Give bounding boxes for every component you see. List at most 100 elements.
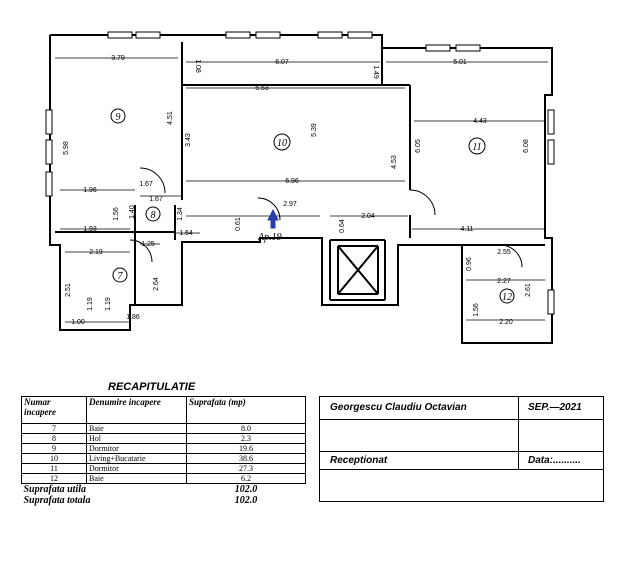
- received-label: Receptionat: [330, 455, 388, 466]
- dimension-label: 5.01: [453, 59, 467, 66]
- author-name: Georgescu Claudiu Octavian: [330, 402, 467, 413]
- room-12-marker: [499, 288, 515, 304]
- dimension-label: 4.53: [391, 155, 398, 169]
- date-value: SEP.—2021: [528, 402, 582, 413]
- row-name: Dormitor: [86, 463, 187, 474]
- entrance-arrow-icon: [267, 208, 279, 229]
- dimension-label: 0.96: [466, 257, 473, 271]
- row-area: 8.0: [186, 423, 306, 434]
- total-area-label: Suprafata totala: [23, 495, 91, 506]
- dimension-label: 5.98: [63, 141, 70, 155]
- row-area: 27.3: [186, 463, 306, 474]
- apartment-label: Ap.19: [257, 232, 282, 243]
- room-8-number: 8: [151, 210, 156, 221]
- row-name: Hol: [86, 433, 187, 444]
- dimension-label: 2.64: [153, 277, 160, 291]
- dimension-label: 4.51: [167, 111, 174, 125]
- row-area: 19.6: [186, 443, 306, 454]
- dimension-label: 1.19: [87, 297, 94, 311]
- recap-table: Numar incapere Denumire incapere Suprafa…: [21, 396, 306, 506]
- dimension-label: 3.79: [111, 55, 125, 62]
- row-area: 38.6: [186, 453, 306, 464]
- room-10-marker: [273, 133, 291, 151]
- dimension-label: 2.55: [497, 249, 511, 256]
- room-11-number: 11: [472, 142, 481, 153]
- recap-title: RECAPITULATIE: [108, 381, 196, 393]
- room-9-number: 9: [116, 112, 121, 123]
- dimension-label: 1.34: [177, 207, 184, 221]
- row-name: Dormitor: [86, 443, 187, 454]
- row-area: 6.2: [186, 473, 306, 484]
- dimension-label: 6.96: [285, 178, 299, 185]
- header-name: Denumire incapere: [86, 396, 187, 424]
- total-area-row: Suprafata totala 102.0: [22, 495, 306, 506]
- row-name: Baie: [86, 473, 187, 484]
- room-10-number: 10: [277, 138, 287, 149]
- title-block-divider: [518, 397, 519, 469]
- useful-area-label: Suprafata utila: [23, 484, 87, 495]
- row-name: Baie: [86, 423, 187, 434]
- dimension-label: 4.11: [460, 226, 473, 233]
- dimension-label: 2.51: [65, 283, 72, 297]
- dimension-label: 5.53: [255, 85, 269, 92]
- dimension-label: 2.97: [283, 201, 297, 208]
- dimension-label: 2.27: [497, 278, 511, 285]
- row-name: Living+Bucatarie: [86, 453, 187, 464]
- dimension-label: 1.19: [105, 297, 112, 311]
- dimension-label: 1.56: [113, 207, 120, 221]
- title-block-divider: [320, 469, 603, 470]
- row-num: 8: [21, 433, 87, 444]
- room-12-number: 12: [502, 292, 512, 303]
- dimension-labels: 3.79 6.07 5.01 5.53 4.43 1.08 1.49 5.98 4.51 3.43…: [63, 55, 532, 326]
- row-num: 12: [21, 473, 87, 484]
- row-num: 11: [21, 463, 87, 474]
- dimension-label: 6.07: [275, 59, 289, 66]
- total-area-value: 102.0: [234, 495, 258, 506]
- dimension-label: 4.43: [473, 118, 487, 125]
- dimension-label: 6.05: [415, 139, 422, 153]
- room-8-marker: [145, 206, 161, 222]
- dimension-label: 1.00: [71, 319, 85, 326]
- dimension-label: 1.56: [473, 303, 480, 317]
- row-num: 9: [21, 443, 87, 454]
- dimension-label: 5.39: [311, 123, 318, 137]
- dimension-label: 2.19: [89, 249, 103, 256]
- room-7-number: 7: [118, 271, 124, 282]
- row-area: 2.3: [186, 433, 306, 444]
- dimension-label: 0.64: [339, 219, 346, 233]
- useful-area-value: 102.0: [234, 484, 258, 495]
- floor-plan: 9 10 11 8 7 12 Ap.19 3.79 6.07 5.01 5.53 4.4…: [45, 31, 555, 344]
- row-num: 10: [21, 453, 87, 464]
- row-num: 7: [21, 423, 87, 434]
- dimension-label: 1.86: [126, 314, 140, 321]
- dimension-label: 1.93: [83, 226, 97, 233]
- dimension-label: 1.08: [194, 59, 201, 73]
- useful-area-row: Suprafata utila 102.0: [22, 484, 306, 496]
- date-field: Data:..........: [528, 455, 581, 466]
- dimension-label: 1.64: [179, 230, 193, 237]
- dimension-label: 1.25: [141, 241, 155, 248]
- dimension-label: 3.43: [185, 133, 192, 147]
- title-block-divider: [320, 419, 603, 420]
- dimension-label: 2.61: [525, 283, 532, 297]
- room-9-marker: [110, 108, 126, 124]
- header-area: Suprafata (mp): [186, 396, 306, 424]
- header-num: Numar incapere: [21, 396, 87, 424]
- dimension-label: 1.96: [83, 187, 97, 194]
- dimension-label: 1.40: [129, 205, 136, 219]
- title-block-divider: [320, 451, 603, 452]
- dimension-label: 1.67: [149, 196, 163, 203]
- room-11-marker: [468, 137, 486, 155]
- dimension-label: 2.20: [499, 319, 513, 326]
- dimension-label: 2.04: [361, 213, 375, 220]
- dimension-label: 1.49: [372, 65, 379, 79]
- dimension-label: 6.08: [523, 139, 530, 153]
- dimension-label: 1.67: [139, 181, 153, 188]
- title-block: Georgescu Claudiu Octavian SEP.—2021 Rec…: [319, 396, 604, 502]
- dimension-label: 0.61: [235, 217, 242, 231]
